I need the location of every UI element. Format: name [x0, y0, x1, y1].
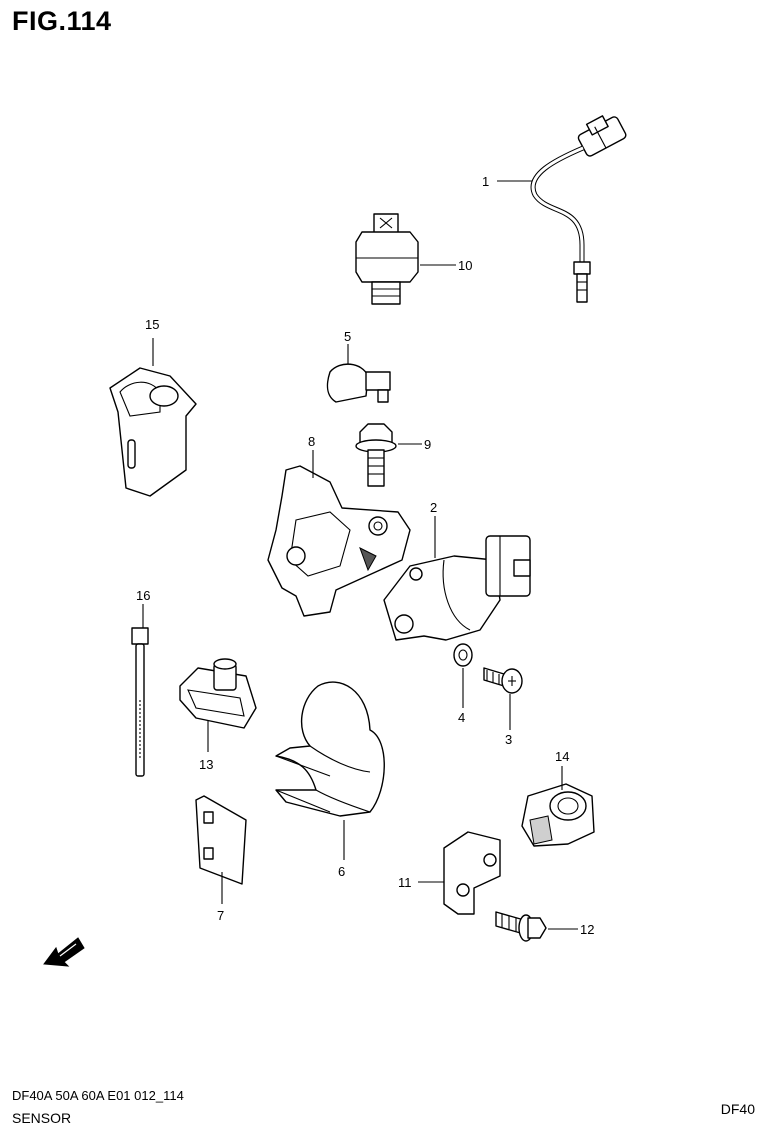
section-name: SENSOR [12, 1110, 72, 1126]
part-1-sensor-harness[interactable]: 1 [482, 110, 627, 303]
part-16-cable-tie[interactable]: 16 [131, 588, 150, 777]
part-13-clip[interactable]: 13 [179, 658, 257, 772]
part-9-bolt[interactable]: 9 [355, 423, 431, 487]
callout-1: 1 [482, 174, 489, 189]
model-code: DF40A 50A 60A E01 012_114 [12, 1088, 184, 1103]
part-2-sensor[interactable]: 2 [383, 500, 531, 641]
callout-7: 7 [217, 908, 224, 923]
part-8-bracket[interactable]: 8 [267, 434, 411, 617]
fwd-arrow-icon [43, 937, 85, 967]
part-3-screw[interactable]: 3 [483, 667, 523, 747]
part-4-washer[interactable]: 4 [453, 643, 473, 725]
callout-12: 12 [580, 922, 594, 937]
callout-3: 3 [505, 732, 512, 747]
part-7-pad[interactable]: 7 [195, 795, 247, 923]
callout-13: 13 [199, 757, 213, 772]
part-5-sensor[interactable]: 5 [326, 329, 391, 403]
callout-11: 11 [398, 875, 412, 890]
callout-10: 10 [458, 258, 472, 273]
catalog-code: DF40 [720, 1101, 755, 1117]
part-15-holder[interactable]: 15 [109, 317, 197, 497]
callout-14: 14 [555, 749, 569, 764]
callout-4: 4 [458, 710, 465, 725]
part-10-switch[interactable]: 10 [355, 213, 472, 305]
figure-title: FIG.114 [12, 6, 112, 36]
part-14-clip[interactable]: 14 [521, 749, 595, 847]
callout-15: 15 [145, 317, 159, 332]
callout-8: 8 [308, 434, 315, 449]
part-6-clamp[interactable]: 6 [275, 681, 385, 879]
part-11-plate[interactable]: 11 [398, 831, 501, 915]
part-12-bolt[interactable]: 12 [495, 911, 594, 942]
callout-6: 6 [338, 864, 345, 879]
callout-2: 2 [430, 500, 437, 515]
callout-5: 5 [344, 329, 351, 344]
callout-16: 16 [136, 588, 150, 603]
callout-9: 9 [424, 437, 431, 452]
